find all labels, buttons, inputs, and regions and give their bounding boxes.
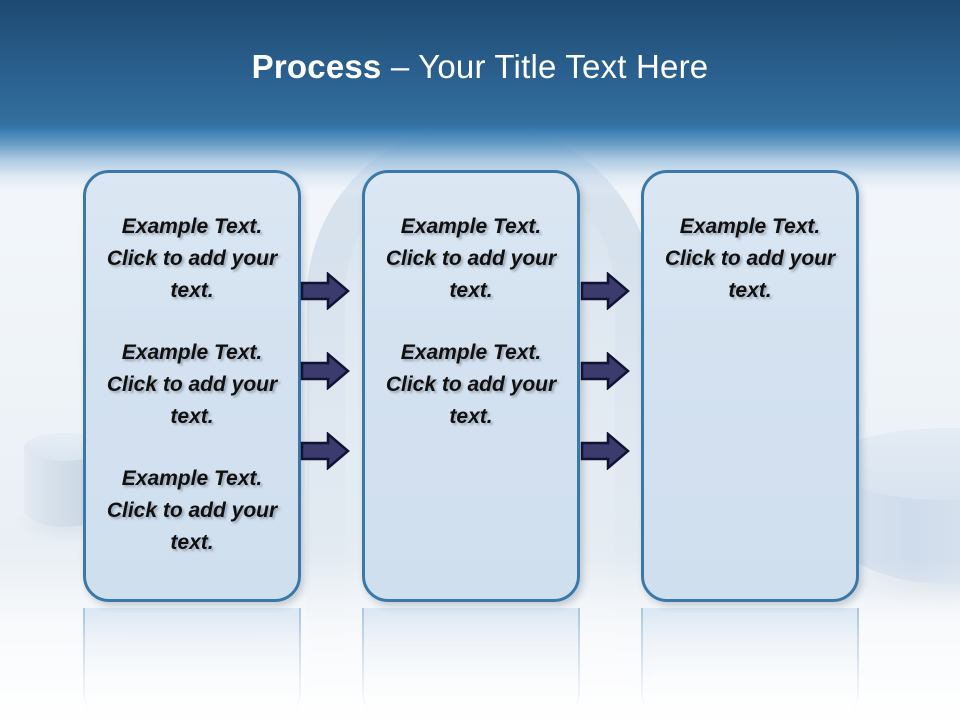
right-arrow-icon[interactable] [300,352,350,390]
process-box-3[interactable]: Example Text. Click to add your text. [641,170,859,602]
right-arrow-icon[interactable] [580,272,630,310]
process-box-2-content: Example Text. Click to add your text. Ex… [365,173,577,433]
process-box-3-paragraph-1[interactable]: Example Text. Click to add your text. [664,215,836,302]
process-box-1[interactable]: Example Text. Click to add your text. Ex… [83,170,301,602]
process-box-2[interactable]: Example Text. Click to add your text. Ex… [362,170,580,602]
process-box-2-paragraph-2[interactable]: Example Text. Click to add your text. [385,341,557,428]
process-box-1-paragraph-2[interactable]: Example Text. Click to add your text. [106,341,278,428]
right-arrow-icon[interactable] [580,432,630,470]
process-box-3-content: Example Text. Click to add your text. [644,173,856,307]
process-box-2-paragraph-1[interactable]: Example Text. Click to add your text. [385,215,557,302]
process-box-1-paragraph-3[interactable]: Example Text. Click to add your text. [106,467,278,554]
process-box-1-content: Example Text. Click to add your text. Ex… [86,173,298,559]
right-arrow-icon[interactable] [580,352,630,390]
process-box-1-reflection [83,608,301,720]
process-box-3-reflection [641,608,859,720]
slide-title: Process – Your Title Text Here [0,48,960,86]
process-box-1-paragraph-1[interactable]: Example Text. Click to add your text. [106,215,278,302]
header-band [0,0,960,200]
right-arrow-icon[interactable] [300,432,350,470]
process-box-2-reflection [362,608,580,720]
slide-title-rest: – Your Title Text Here [381,48,709,85]
right-arrow-icon[interactable] [300,272,350,310]
slide-title-bold: Process [251,48,382,85]
